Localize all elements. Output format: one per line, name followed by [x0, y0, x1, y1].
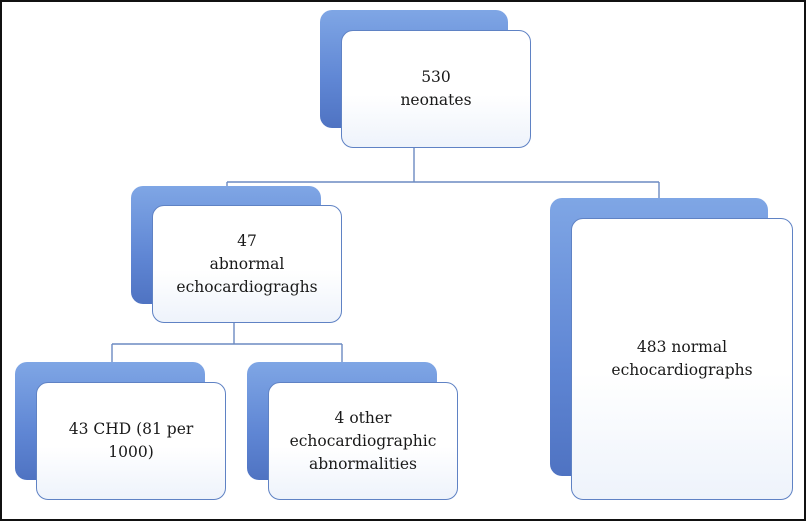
normal-node: 483 normal echocardiographs [571, 218, 793, 500]
chd-node-label-1: 43 CHD (81 per [68, 420, 194, 438]
other-node: 4 other echocardiographic abnormalities [268, 382, 458, 500]
chd-node-label-2: 1000) [108, 443, 154, 461]
other-node-label-3: abnormalities [308, 454, 418, 473]
root-node-count: 530 [421, 68, 451, 86]
abnormal-node-label-1: abnormal [209, 254, 285, 273]
normal-node-label-2: echocardiographs [611, 361, 753, 379]
root-node-label: neonates [400, 91, 472, 109]
abnormal-node-label-2: echocardiograghs [176, 277, 318, 296]
abnormal-node: 47 abnormal echocardiograghs [152, 205, 342, 323]
chd-node: 43 CHD (81 per 1000) [36, 382, 226, 500]
other-node-label-1: 4 other [334, 408, 392, 427]
abnormal-node-count: 47 [237, 231, 257, 250]
other-node-label-2: echocardiographic [289, 431, 437, 450]
root-node: 530 neonates [341, 30, 531, 148]
normal-node-label-1: 483 normal [636, 338, 728, 356]
